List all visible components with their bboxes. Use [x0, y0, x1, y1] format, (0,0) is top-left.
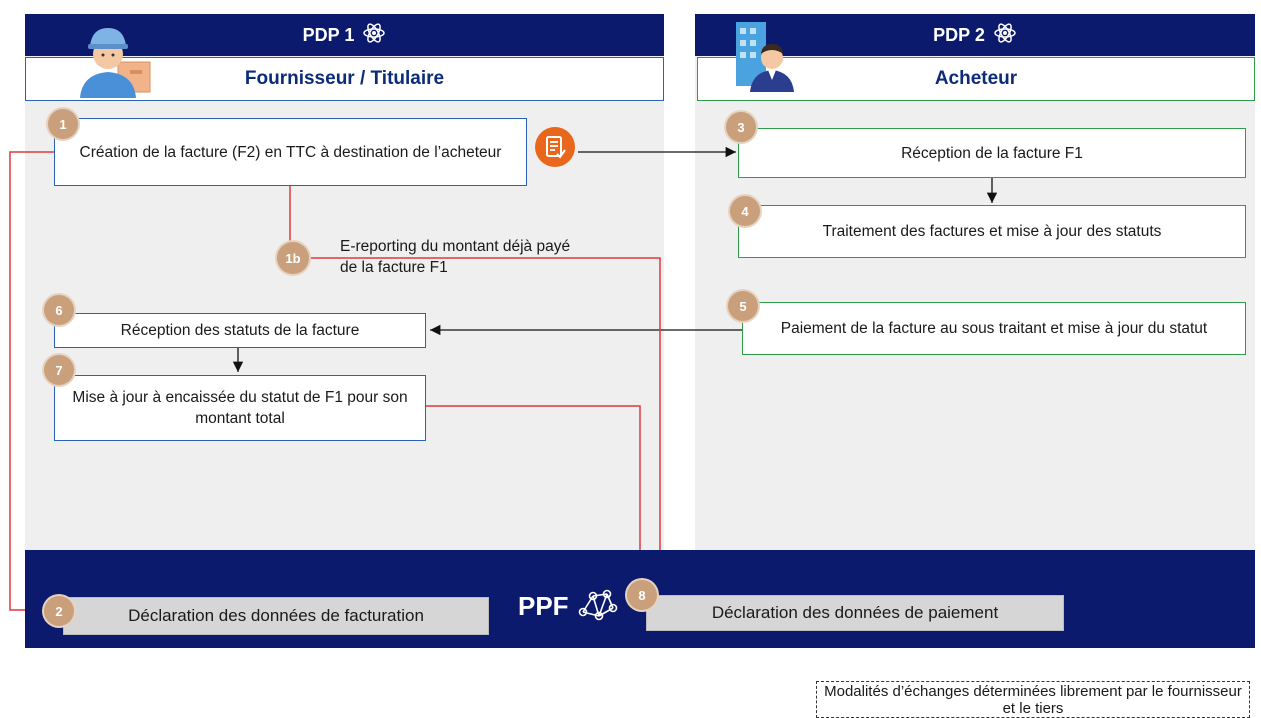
step-8-box: Déclaration des données de paiement — [646, 595, 1064, 631]
step-7-box: Mise à jour à encaissée du statut de F1 … — [54, 375, 426, 441]
step-1-text: Création de la facture (F2) en TTC à des… — [79, 143, 502, 161]
pdp2-title: PDP 2 — [933, 24, 985, 45]
arrow-7-to-8 — [426, 405, 646, 576]
delivery-person-icon — [72, 18, 152, 98]
step-3-box: Réception de la facture F1 — [738, 128, 1246, 178]
pdp1-panel — [25, 14, 664, 550]
step-7-text: Mise à jour à encaissée du statut de F1 … — [72, 389, 408, 427]
step-5-text: Paiement de la facture au sous traitant … — [780, 320, 1208, 337]
step-5-badge: 5 — [728, 291, 758, 321]
step-2-badge: 2 — [44, 596, 74, 626]
ppf-label-group: PPF — [518, 586, 619, 627]
step-6-text: Réception des statuts de la facture — [120, 322, 360, 339]
step-1b-text: E-reporting du montant déjà payé de la f… — [340, 238, 571, 276]
step-4-text: Traitement des factures et mise à jour d… — [822, 223, 1162, 240]
pdp2-header: PDP 2 — [695, 14, 1255, 56]
pdp1-header: PDP 1 — [25, 14, 664, 56]
pdp1-subtitle: Fournisseur / Titulaire — [244, 68, 445, 89]
step-3-text: Réception de la facture F1 — [901, 144, 1083, 162]
legend-note-text: Modalités d’échanges déterminées libreme… — [824, 683, 1242, 717]
step-1-badge: 1 — [48, 109, 78, 139]
legend-note: Modalités d’échanges déterminées libreme… — [816, 681, 1250, 718]
step-4-box: Traitement des factures et mise à jour d… — [738, 205, 1246, 258]
pdp2-panel — [695, 14, 1255, 550]
step-1b-badge: 1b — [277, 242, 309, 274]
invoice-doc-icon — [534, 126, 576, 168]
step-2-box: Déclaration des données de facturation — [63, 597, 489, 635]
step-8-text: Déclaration des données de paiement — [711, 603, 999, 622]
step-2-text: Déclaration des données de facturation — [128, 606, 424, 625]
ppf-label: PPF — [518, 591, 569, 621]
step-6-box: Réception des statuts de la facture — [54, 313, 426, 348]
arrow-1-to-2 — [9, 151, 54, 616]
step-6-badge: 6 — [44, 295, 74, 325]
atom-icon — [362, 21, 386, 50]
step-5-box: Paiement de la facture au sous traitant … — [742, 302, 1246, 355]
atom-icon — [993, 21, 1017, 50]
pdp2-subtitle-bar: Acheteur — [697, 57, 1255, 101]
step-4-badge: 4 — [730, 196, 760, 226]
step-7-badge: 7 — [44, 355, 74, 385]
businessman-building-icon — [734, 20, 798, 92]
arrow-1b-to-8 — [289, 186, 666, 592]
step-3-badge: 3 — [726, 112, 756, 142]
step-1-box: Création de la facture (F2) en TTC à des… — [54, 118, 527, 186]
network-icon — [575, 586, 619, 627]
step-8-badge: 8 — [627, 580, 657, 610]
pdp2-subtitle: Acheteur — [934, 68, 1018, 89]
pdp1-title: PDP 1 — [302, 24, 355, 45]
